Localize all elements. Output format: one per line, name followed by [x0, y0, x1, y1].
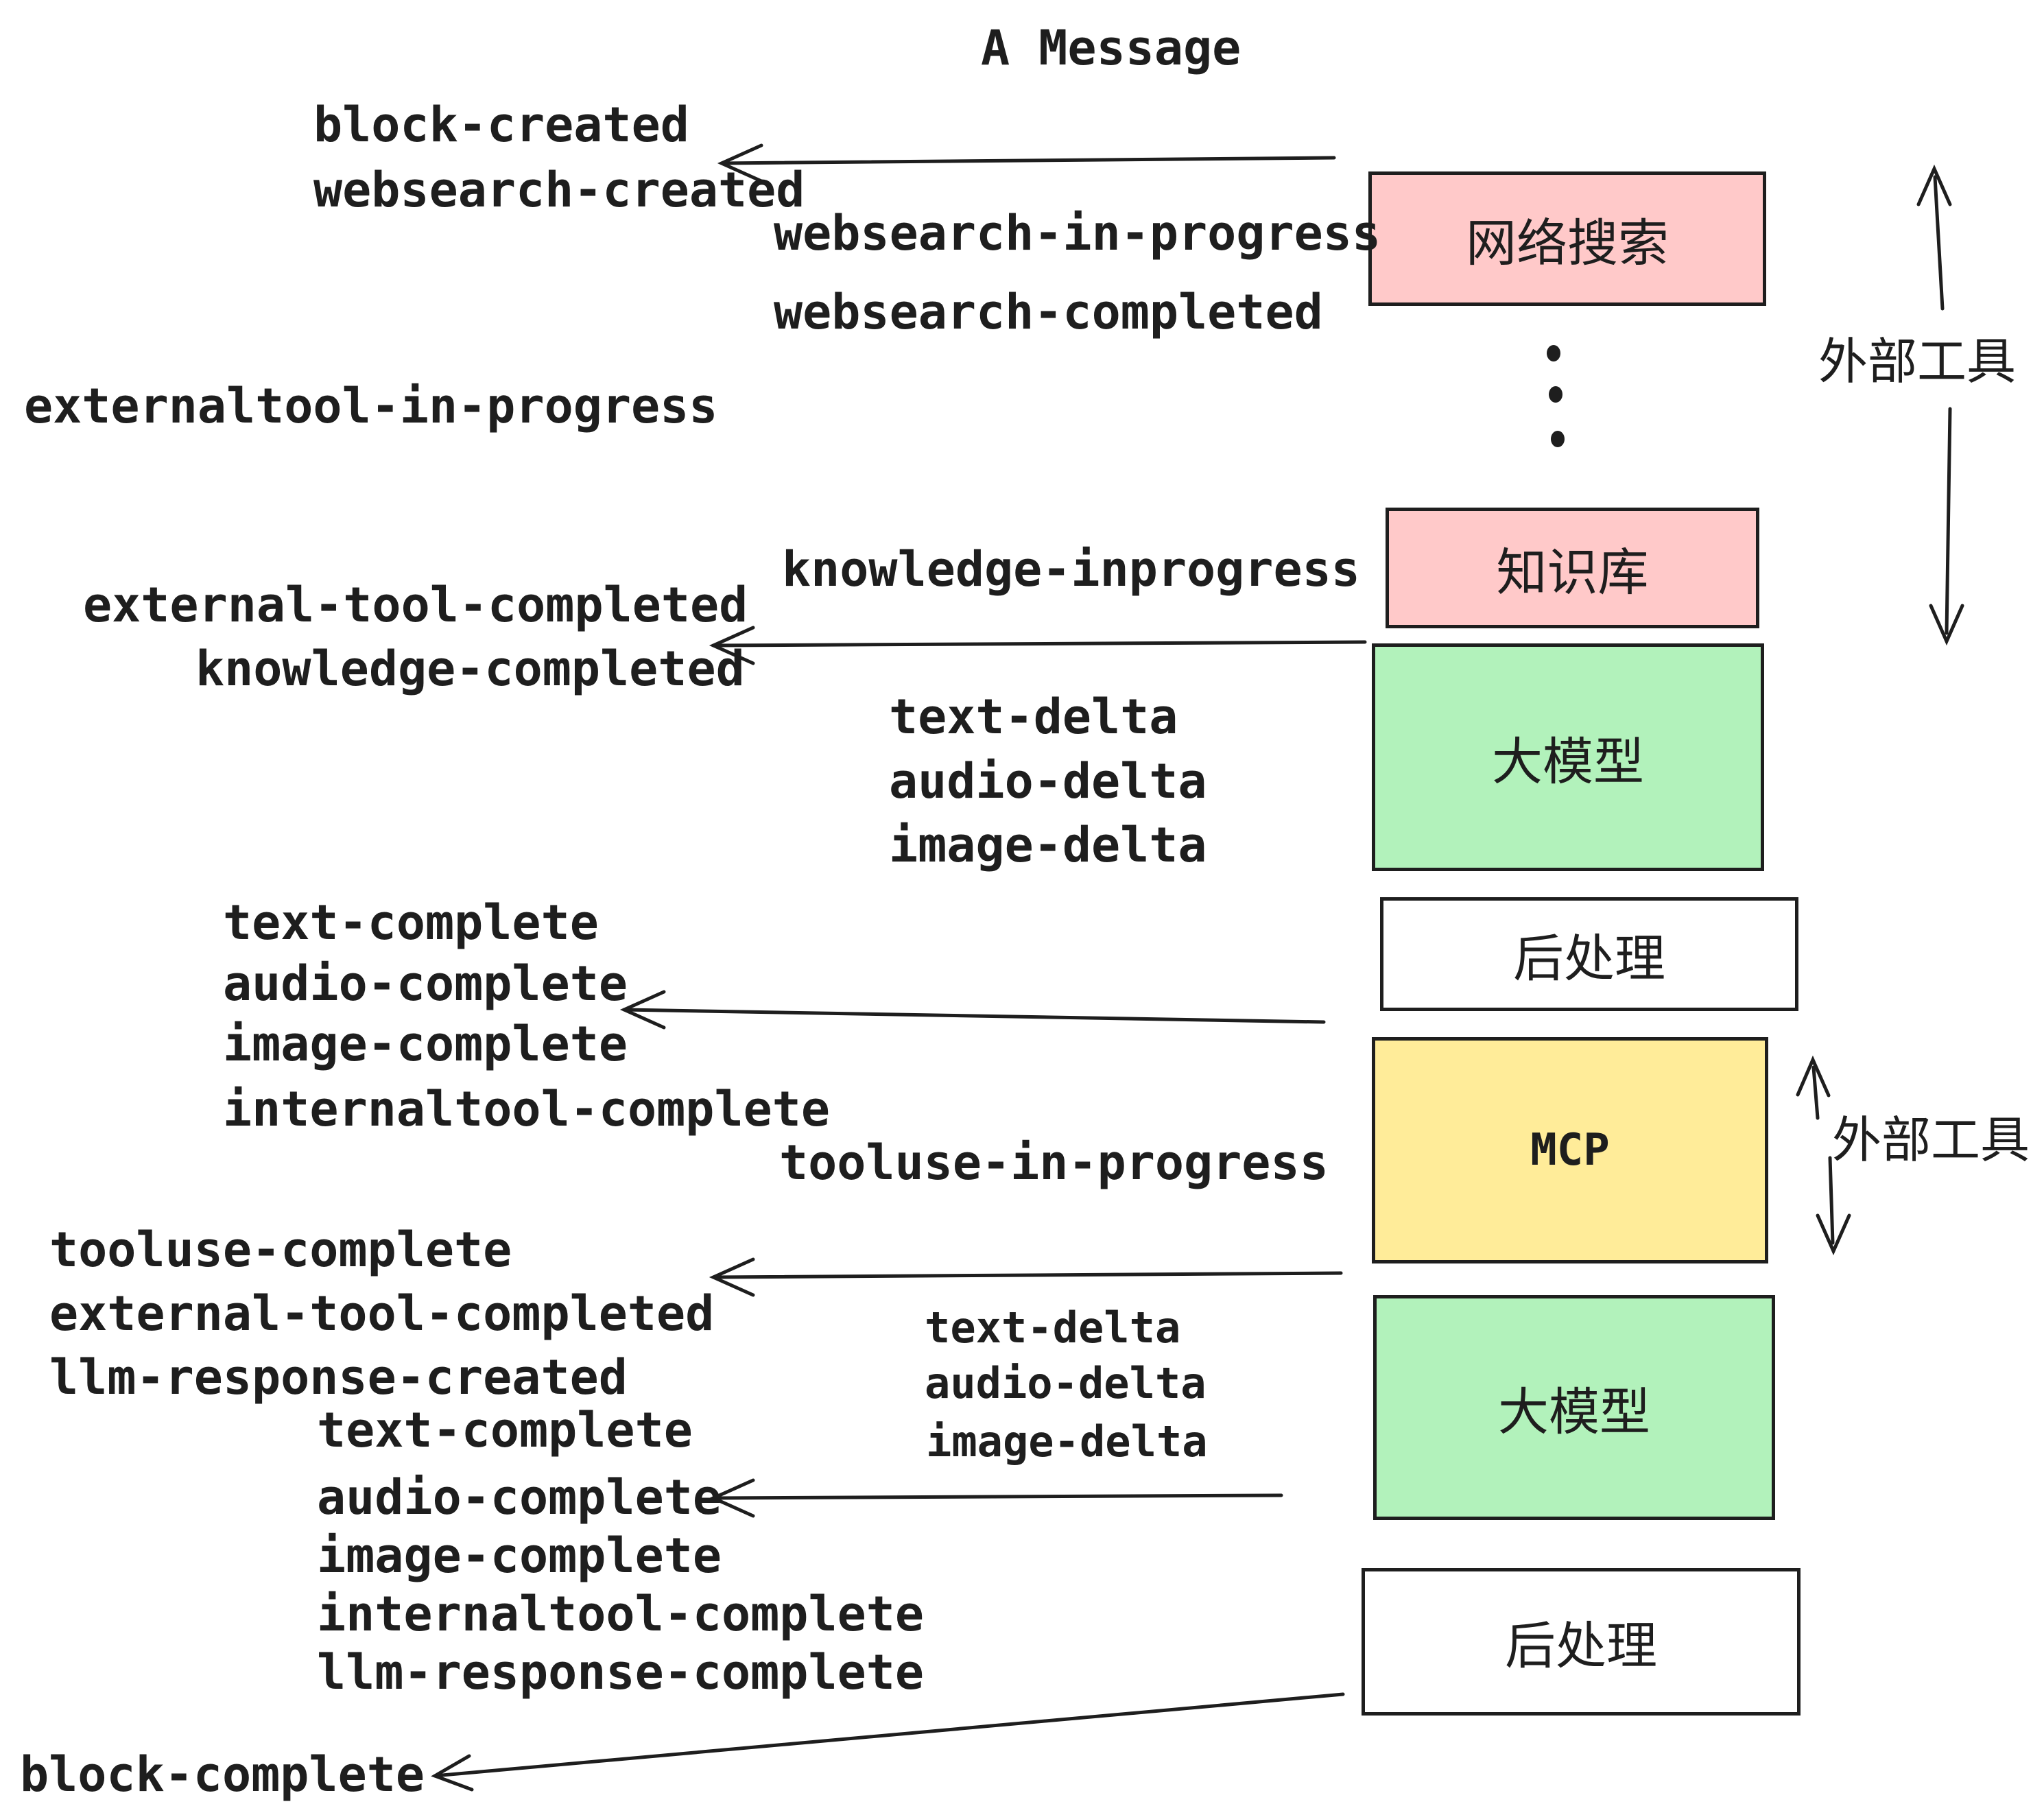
- box-websearch: 网络搜索: [1368, 171, 1766, 306]
- event-text-delta-2: text-delta: [925, 1303, 1181, 1353]
- event-image-delta-1: image-delta: [889, 817, 1207, 873]
- box-postprocess-1-label: 后处理: [1513, 929, 1665, 988]
- ellipsis-dots: [1547, 345, 1565, 447]
- event-external-tool-completed-2: external-tool-completed: [49, 1285, 715, 1342]
- external-tools-label-1: 外部工具: [1818, 333, 2017, 390]
- event-text-delta-1: text-delta: [889, 689, 1178, 745]
- arrow-llm-to-knowledge-completed: [709, 626, 1367, 665]
- diagram-title: A Message: [981, 20, 1241, 76]
- event-text-complete-2: text-complete: [317, 1402, 693, 1458]
- box-mcp: MCP: [1372, 1037, 1768, 1263]
- event-block-created: block-created: [313, 97, 689, 153]
- arrow-mcp-to-image-complete: [619, 990, 1326, 1030]
- box-postprocess-2: 后处理: [1362, 1568, 1801, 1716]
- event-image-complete-1: image-complete: [223, 1016, 628, 1072]
- event-audio-delta-1: audio-delta: [889, 753, 1207, 809]
- event-externaltool-in-progress: externaltool-in-progress: [24, 378, 718, 434]
- box-websearch-label: 网络搜索: [1466, 213, 1669, 273]
- box-llm-1: 大模型: [1372, 643, 1764, 871]
- event-tooluse-in-progress: tooluse-in-progress: [779, 1135, 1329, 1191]
- event-audio-complete-2: audio-complete: [317, 1469, 722, 1526]
- box-mcp-label: MCP: [1530, 1125, 1610, 1176]
- event-websearch-completed: websearch-completed: [774, 284, 1323, 340]
- box-llm-2: 大模型: [1373, 1295, 1775, 1520]
- event-websearch-created: websearch-created: [313, 162, 805, 218]
- event-knowledge-completed: knowledge-completed: [195, 641, 745, 697]
- event-knowledge-inprogress: knowledge-inprogress: [782, 541, 1360, 597]
- event-llm-response-created: llm-response-created: [49, 1349, 628, 1405]
- box-postprocess-2-label: 后处理: [1505, 1617, 1657, 1676]
- event-internaltool-complete-1: internaltool-complete: [223, 1081, 831, 1137]
- event-text-complete-1: text-complete: [223, 894, 599, 951]
- arrow-mcp-to-tooluse-complete: [709, 1257, 1343, 1297]
- event-external-tool-completed-1: external-tool-completed: [83, 577, 748, 633]
- external-tools-label-2: 外部工具: [1832, 1111, 2030, 1169]
- external-tools-up-arrow-2: [1796, 1055, 1831, 1120]
- event-audio-complete-1: audio-complete: [223, 956, 628, 1012]
- external-tools-down-arrow-1: [1929, 407, 1964, 646]
- box-llm-1-label: 大模型: [1492, 732, 1644, 792]
- arrow-post2-to-block-complete: [431, 1692, 1345, 1792]
- arrow-llm2-to-audio-complete: [709, 1478, 1283, 1518]
- box-postprocess-1: 后处理: [1380, 897, 1798, 1011]
- external-tools-down-arrow-2: [1816, 1156, 1851, 1256]
- event-tooluse-complete: tooluse-complete: [49, 1222, 512, 1278]
- event-audio-delta-2: audio-delta: [925, 1358, 1207, 1408]
- event-block-complete: block-complete: [20, 1746, 425, 1803]
- event-llm-response-complete: llm-response-complete: [317, 1644, 925, 1700]
- event-internaltool-complete-2: internaltool-complete: [317, 1586, 925, 1642]
- box-knowledge-base: 知识库: [1386, 508, 1759, 628]
- event-websearch-in-progress: websearch-in-progress: [774, 205, 1381, 261]
- arrow-websearch-to-block-created: [717, 143, 1336, 183]
- event-image-delta-2: image-delta: [926, 1416, 1208, 1467]
- box-knowledge-base-label: 知识库: [1496, 543, 1649, 602]
- external-tools-up-arrow-1: [1916, 164, 1952, 311]
- box-llm-2-label: 大模型: [1498, 1382, 1650, 1442]
- event-image-complete-2: image-complete: [317, 1528, 722, 1584]
